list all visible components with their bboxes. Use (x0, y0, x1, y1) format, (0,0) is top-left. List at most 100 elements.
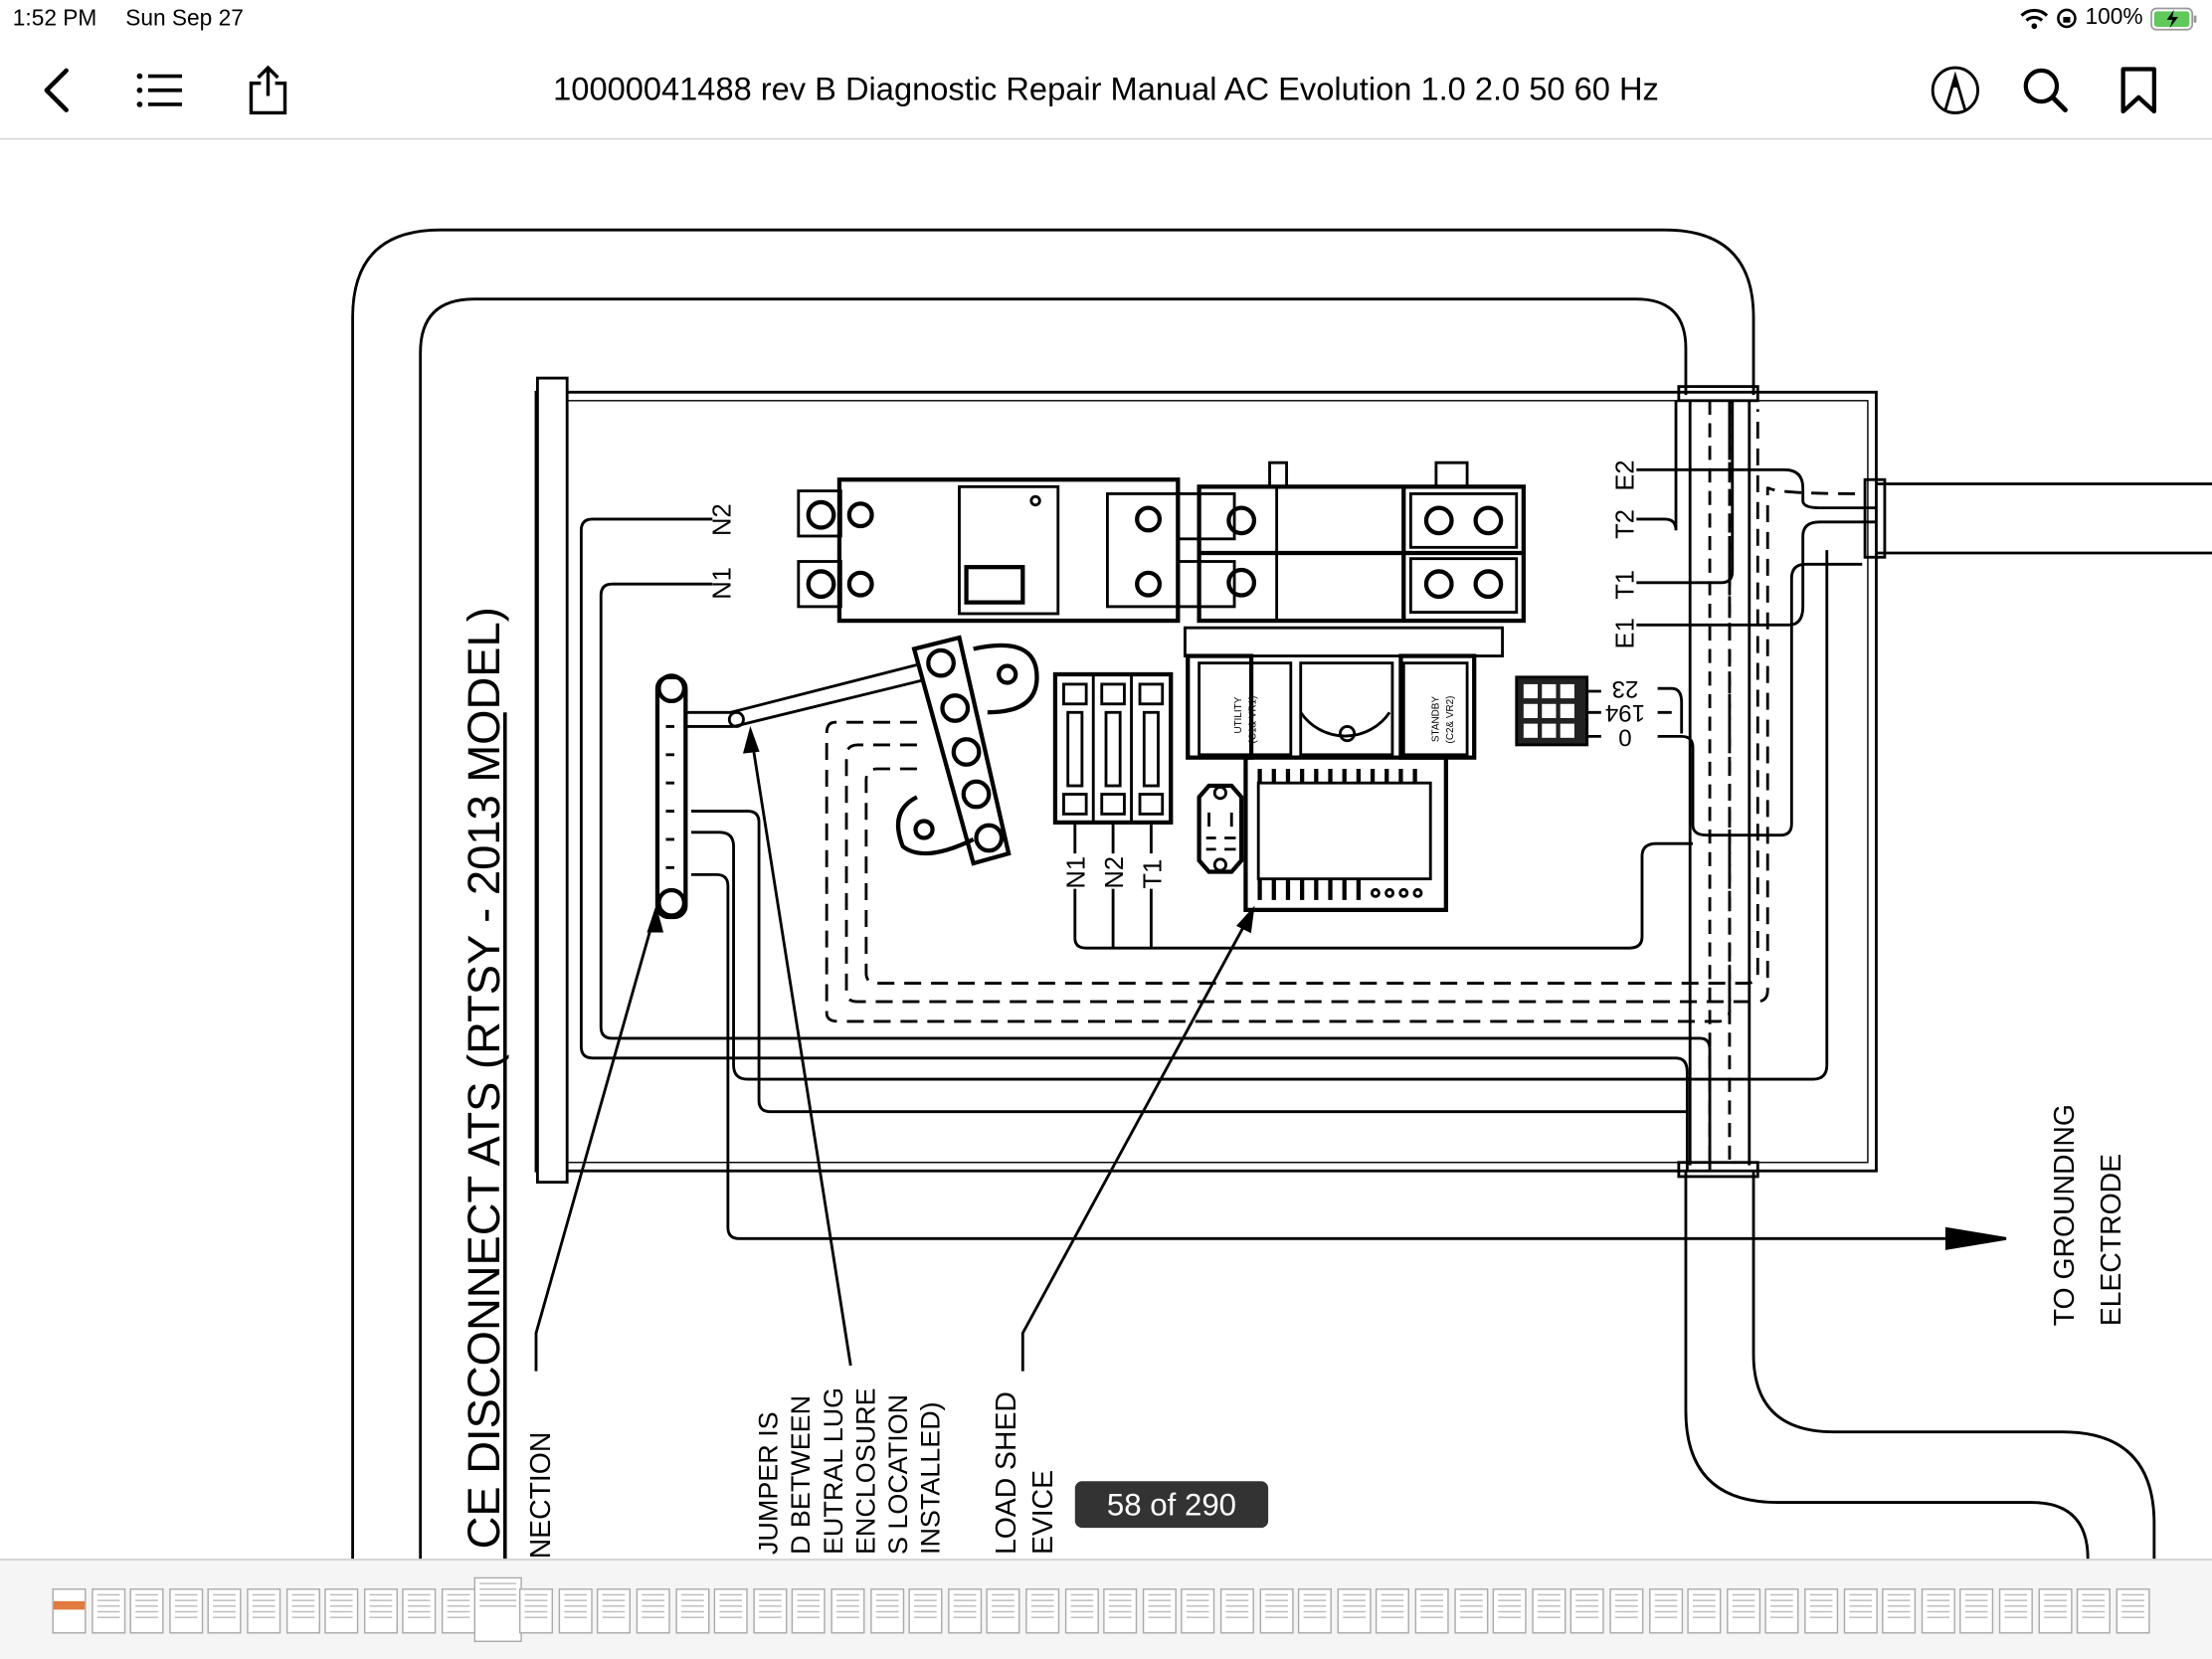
wire (1657, 562, 1863, 837)
page-thumbnail[interactable] (1181, 1588, 1215, 1634)
search-button[interactable] (2014, 60, 2076, 121)
page-thumbnail[interactable] (1337, 1588, 1372, 1634)
note-jumper-2: D BETWEEN (786, 1395, 816, 1555)
page-thumbnail[interactable] (91, 1588, 125, 1634)
note-connection: NECTION (525, 1432, 557, 1560)
page-thumbnail[interactable] (1648, 1588, 1683, 1634)
bonding-jumper (727, 661, 925, 728)
main-breaker (797, 477, 1236, 624)
page-thumbnail[interactable] (1570, 1588, 1605, 1634)
page-thumbnail[interactable] (1492, 1588, 1527, 1634)
markup-button[interactable] (1925, 60, 1986, 121)
page-thumbnail[interactable] (1726, 1588, 1760, 1634)
label-e1: E1 (1611, 618, 1639, 648)
page-thumbnail[interactable] (636, 1588, 670, 1634)
wire (691, 550, 1829, 1081)
note-jumper-4: ENCLOSURE (850, 1387, 880, 1555)
page-thumbnail[interactable] (1804, 1588, 1839, 1634)
page-thumbnail[interactable] (1414, 1588, 1449, 1634)
page-thumbnail[interactable] (1142, 1588, 1177, 1634)
status-time: 1:52 PM (12, 7, 97, 32)
document-page[interactable]: UTILITY (C1& VR1) STANDBY (C2& VR2) (0, 139, 2212, 1560)
relay (1197, 783, 1244, 874)
bookmark-button[interactable] (2108, 60, 2169, 121)
wire (691, 810, 1688, 1114)
page-thumbnail[interactable] (2037, 1588, 2073, 1634)
page-thumbnail[interactable] (674, 1588, 709, 1634)
page-thumbnail[interactable] (1064, 1588, 1099, 1634)
page-thumbnail[interactable] (1998, 1588, 2033, 1634)
page-thumbnail[interactable] (908, 1588, 943, 1634)
page-thumbnail[interactable] (363, 1588, 398, 1634)
leader-line (749, 730, 852, 1367)
note-loadshed-1: LOAD SHED (991, 1391, 1022, 1555)
page-thumbnail[interactable] (1687, 1588, 1722, 1634)
page-thumbnail[interactable] (1103, 1588, 1138, 1634)
page-thumbnail[interactable] (947, 1588, 982, 1634)
wire (1636, 400, 1678, 531)
page-thumbnail[interactable] (324, 1588, 359, 1634)
battery-charging-icon (2150, 6, 2197, 30)
thumbnail-current-page[interactable] (472, 1576, 522, 1642)
page-thumbnail[interactable] (52, 1588, 87, 1634)
page-thumbnail[interactable] (1453, 1588, 1488, 1634)
page-thumbnail[interactable] (1298, 1588, 1333, 1634)
fuse-block (1052, 671, 1174, 854)
note-jumper-5: S LOCATION (883, 1394, 913, 1555)
page-thumbnail[interactable] (792, 1588, 827, 1634)
neutral-bar (654, 673, 734, 920)
page-thumbnail[interactable] (1764, 1588, 1799, 1634)
wire (1636, 400, 1735, 585)
page-thumbnail[interactable] (402, 1588, 437, 1634)
page-thumbnail[interactable] (1376, 1588, 1410, 1634)
page-thumbnail[interactable] (1921, 1588, 1955, 1634)
page-thumbnail[interactable] (129, 1588, 164, 1634)
page-thumbnail[interactable] (1609, 1588, 1644, 1634)
bookmark-icon (2120, 67, 2156, 114)
page-thumbnail[interactable] (519, 1588, 554, 1634)
note-jumper-1: JUMPER IS (754, 1411, 784, 1555)
neutral-lug (895, 635, 1039, 866)
page-thumbnail[interactable] (986, 1588, 1021, 1634)
page-thumbnail[interactable] (1259, 1588, 1294, 1634)
page-thumbnail[interactable] (1025, 1588, 1060, 1634)
back-button[interactable] (26, 60, 88, 121)
label-n2: N2 (709, 503, 737, 536)
page-thumbnail[interactable] (441, 1588, 475, 1634)
page-thumbnail[interactable] (285, 1588, 320, 1634)
standby-coil-sublabel: (C2& VR2) (1445, 696, 1456, 744)
label-e2: E2 (1611, 460, 1639, 490)
page-thumbnail[interactable] (208, 1588, 243, 1634)
page-thumbnail[interactable] (869, 1588, 904, 1634)
page-thumbnail[interactable] (2116, 1588, 2150, 1634)
share-button[interactable] (237, 60, 298, 121)
page-thumbnail[interactable] (713, 1588, 749, 1634)
page-thumbnail[interactable] (830, 1588, 865, 1634)
table-of-contents-button[interactable] (128, 60, 190, 121)
page-thumbnail[interactable] (1959, 1588, 1994, 1634)
ground-arrow (1944, 1226, 2007, 1250)
battery-percent: 100% (2085, 5, 2143, 30)
page-thumbnail[interactable] (2077, 1588, 2112, 1634)
page-thumbnail[interactable] (247, 1588, 281, 1634)
label-fuse-t1: T1 (1139, 859, 1167, 889)
page-thumbnail[interactable] (558, 1588, 593, 1634)
conduit-inner (419, 297, 1688, 1560)
wire (691, 872, 1954, 1240)
document-title: 10000041488 rev B Diagnostic Repair Manu… (553, 70, 1659, 107)
page-thumbnail[interactable] (1882, 1588, 1917, 1634)
page-thumbnail-strip[interactable] (0, 1559, 2212, 1659)
page-thumbnail[interactable] (1843, 1588, 1878, 1634)
search-icon (2023, 68, 2068, 113)
page-thumbnail[interactable] (753, 1588, 788, 1634)
note-jumper-3: EUTRAL LUG (819, 1387, 848, 1555)
label-n1: N1 (709, 567, 737, 600)
page-thumbnail[interactable] (597, 1588, 632, 1634)
page-thumbnail[interactable] (1219, 1588, 1254, 1634)
wifi-icon (2020, 8, 2049, 29)
utility-coil-sublabel: (C1& VR1) (1247, 696, 1258, 744)
page-thumbnail[interactable] (1532, 1588, 1567, 1634)
wiring-diagram: UTILITY (C1& VR1) STANDBY (C2& VR2) (351, 228, 2212, 1560)
wire (1636, 467, 1877, 510)
page-thumbnail[interactable] (168, 1588, 203, 1634)
